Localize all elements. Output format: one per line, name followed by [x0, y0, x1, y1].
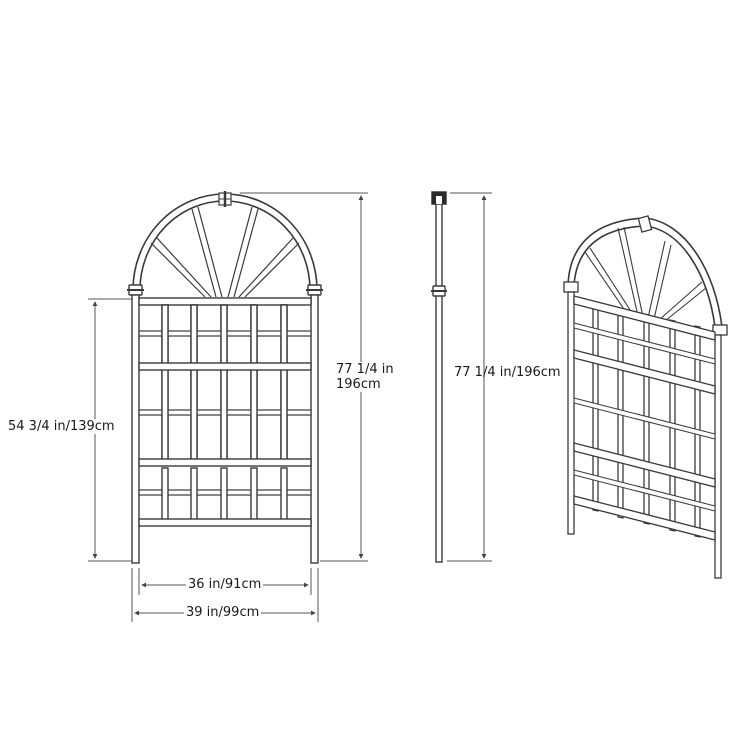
- persp-right-post: [714, 334, 722, 579]
- outer-width-label: 39 in/99cm: [184, 605, 262, 620]
- side-dimensions: [447, 192, 492, 562]
- bottom-rail: [138, 518, 312, 527]
- persp-thin-rail-3: [573, 469, 716, 512]
- persp-left-post: [567, 291, 575, 535]
- lower-rail: [138, 458, 312, 467]
- side-connector: [431, 285, 447, 297]
- arch-right-connector: [306, 284, 323, 296]
- total-height-front-line1: 77 1/4 in: [336, 362, 394, 377]
- total-height-side-label: 77 1/4 in/196cm: [454, 365, 561, 380]
- left-post: [131, 294, 140, 564]
- arch-spokes: [150, 206, 300, 298]
- persp-top-rail: [573, 295, 716, 341]
- persp-thin-rail-2: [573, 397, 716, 440]
- total-height-front-line2: 196cm: [336, 377, 381, 392]
- persp-middle-rail: [573, 349, 716, 395]
- persp-bottom-rail: [573, 495, 716, 541]
- arch-left-connector: [127, 284, 144, 296]
- arch-top-connector: [218, 191, 232, 207]
- front-dimensions: [88, 192, 368, 622]
- inner-width-label: 36 in/91cm: [186, 577, 264, 592]
- front-view: [127, 191, 323, 564]
- persp-spokes: [584, 226, 707, 322]
- right-post: [310, 294, 319, 564]
- persp-top-connector: [637, 215, 653, 233]
- persp-thin-rail-1: [573, 322, 716, 365]
- top-rail: [138, 297, 312, 306]
- arch-inner: [139, 200, 311, 291]
- panel-height-label: 54 3/4 in/139cm: [6, 419, 117, 434]
- persp-left-connector: [563, 281, 579, 293]
- total-height-front-label: 77 1/4 in 196cm: [334, 362, 396, 392]
- persp-lower-rail: [573, 442, 716, 488]
- side-view: [431, 191, 447, 563]
- side-post: [435, 199, 443, 563]
- perspective-view: [563, 215, 728, 579]
- middle-rail: [138, 362, 312, 371]
